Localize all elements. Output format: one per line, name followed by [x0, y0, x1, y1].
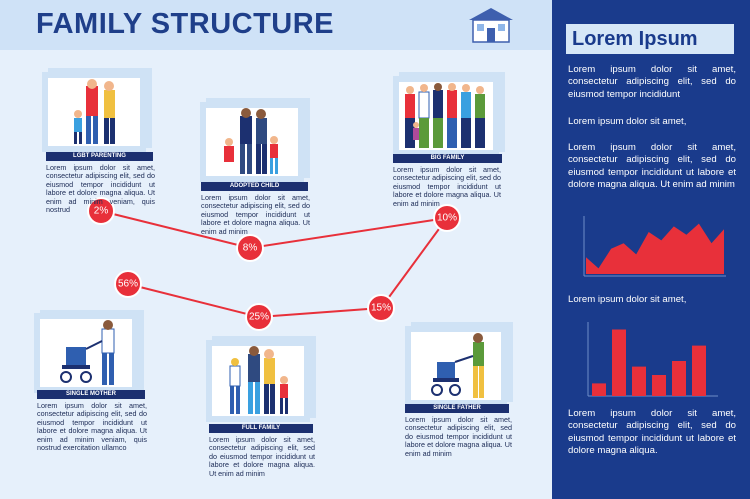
single-mother-illustration	[34, 313, 138, 393]
lgbt-illustration	[42, 72, 146, 152]
marker-56: 56%	[114, 270, 142, 298]
card-caption: Lorem ipsum dolor sit amet, consectetur …	[393, 165, 501, 208]
bar-5	[672, 361, 686, 396]
bar-1	[592, 383, 606, 396]
svg-text:8%: 8%	[243, 243, 258, 254]
side-text-block-3: Lorem ipsum dolor sit amet, consectetur …	[568, 142, 736, 190]
side-text-block-2: Lorem ipsum dolor sit amet,	[568, 116, 687, 127]
bottom-line	[127, 217, 448, 319]
card-caption: Lorem ipsum dolor sit amet, consectetur …	[37, 401, 147, 453]
side-text-block-5: Lorem ipsum dolor sit amet, consectetur …	[568, 408, 736, 456]
bar-3	[632, 366, 646, 396]
card-caption: Lorem ipsum dolor sit amet, consectetur …	[201, 193, 310, 236]
card-caption: Lorem ipsum dolor sit amet, consectetur …	[209, 435, 315, 478]
side-panel-title: Lorem Ipsum	[566, 24, 734, 54]
bar-2	[612, 329, 626, 396]
card-caption: Lorem ipsum dolor sit amet, consectetur …	[405, 415, 512, 458]
side-text-block-4: Lorem ipsum dolor sit amet,	[568, 294, 687, 305]
marker-15: 15%	[367, 294, 395, 322]
bar-chart	[587, 322, 718, 397]
bar-4	[652, 375, 666, 396]
side-text-block-1: Lorem ipsum dolor sit amet, consectetur …	[568, 64, 736, 100]
area-series	[586, 223, 724, 274]
marker-8: 8%	[236, 234, 264, 262]
page-title: FAMILY STRUCTURE	[36, 8, 335, 40]
svg-text:2%: 2%	[94, 206, 109, 217]
header-band	[0, 0, 552, 50]
svg-text:15%: 15%	[371, 303, 391, 314]
area-chart	[583, 216, 726, 277]
svg-text:25%: 25%	[249, 312, 269, 323]
marker-25: 25%	[245, 303, 273, 331]
marker-2: 2%	[87, 197, 115, 225]
house-icon	[469, 8, 513, 43]
main-panel: FAMILY STRUCTURE 2% 8% 10% 56% 25%	[0, 0, 552, 478]
adopted-illustration	[200, 102, 304, 182]
svg-text:10%: 10%	[437, 213, 457, 224]
card-caption: Lorem ipsum dolor sit amet, consectetur …	[46, 163, 155, 215]
big-family-illustration	[393, 76, 499, 156]
card-label: FULL FAMILY	[209, 424, 313, 433]
card-label: ADOPTED CHILD	[201, 182, 308, 191]
structure-line-chart: 2% 8% 10% 56% 25% 15%	[87, 197, 461, 331]
card-label: SINGLE MOTHER	[37, 390, 145, 399]
single-father-illustration	[405, 326, 507, 406]
card-label: SINGLE FATHER	[405, 404, 509, 413]
marker-10: 10%	[433, 204, 461, 232]
svg-text:56%: 56%	[118, 279, 138, 290]
side-panel: Lorem Ipsum Lorem ipsum dolor sit amet, …	[552, 0, 750, 499]
card-label: BIG FAMILY	[393, 154, 502, 163]
bar-6	[692, 345, 706, 396]
card-label: LGBT PARENTING	[46, 152, 153, 161]
full-family-illustration	[206, 340, 310, 422]
